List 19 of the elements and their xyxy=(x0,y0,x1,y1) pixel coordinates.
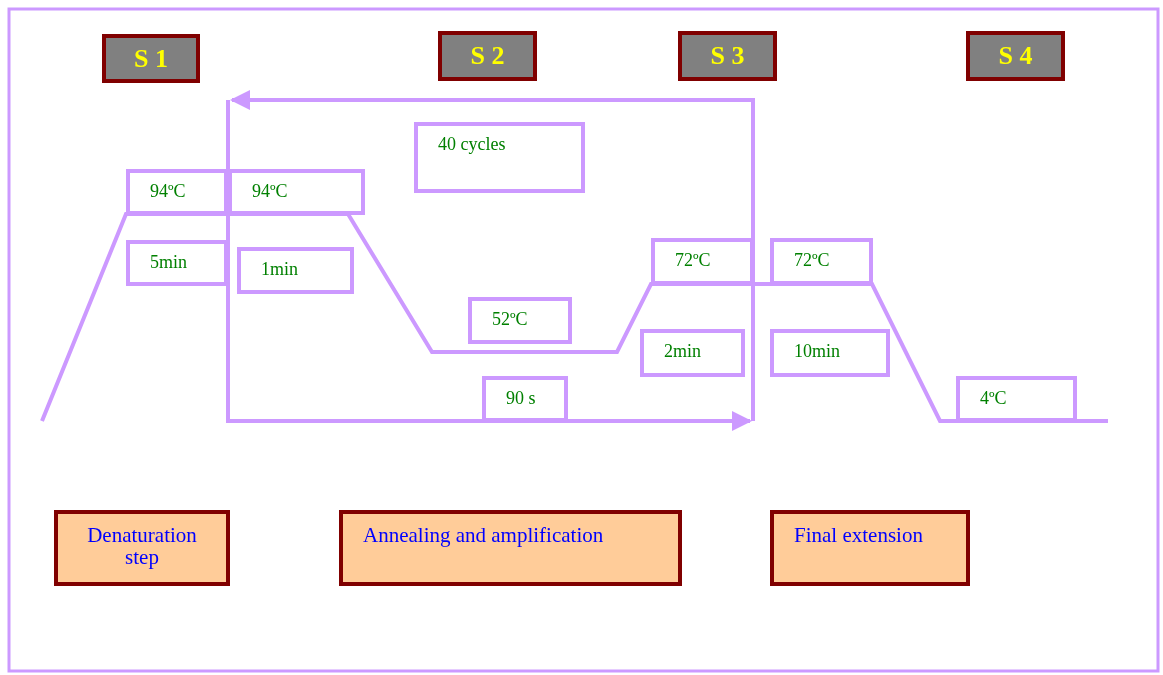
parameter-box: 2min xyxy=(640,329,745,377)
parameter-box: 5min xyxy=(126,240,228,286)
stage-label: S 4 xyxy=(966,31,1065,81)
parameter-box: 52ºC xyxy=(468,297,572,344)
parameter-box: 1min xyxy=(237,247,354,294)
parameter-box: 10min xyxy=(770,329,890,377)
parameter-box: 40 cycles xyxy=(414,122,585,193)
stage-label: S 1 xyxy=(102,34,200,83)
stage-label: S 3 xyxy=(678,31,777,81)
parameter-box: 94ºC xyxy=(126,169,228,215)
parameter-box: 90 s xyxy=(482,376,568,422)
parameter-box: 72ºC xyxy=(651,238,754,285)
stage-label: S 2 xyxy=(438,31,537,81)
parameter-box: 94ºC xyxy=(228,169,365,215)
step-box: Denaturation step xyxy=(54,510,230,586)
step-box: Final extension xyxy=(770,510,970,586)
parameter-box: 72ºC xyxy=(770,238,873,285)
parameter-box: 4ºC xyxy=(956,376,1077,422)
step-box: Annealing and amplification xyxy=(339,510,682,586)
